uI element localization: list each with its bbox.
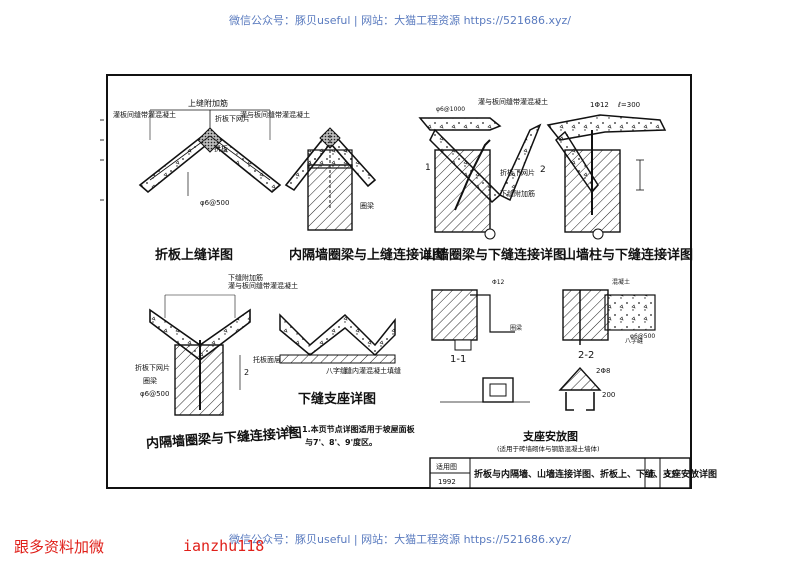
label-eight-joint: 八字缝 bbox=[326, 366, 347, 375]
detail-inner-wall-ringbeam-bottom: 下缝附加筋 灌与板间缝带灌混凝土 折板下网片 圈梁 φ6@500 2 托板面层 … bbox=[135, 273, 302, 452]
label-grout-2: 灌与板间缝带灌混凝土 bbox=[228, 281, 298, 290]
label-bottom-rebar: 下缝附加筋 bbox=[500, 189, 535, 198]
label-ringbeam-3: 圈梁 bbox=[510, 324, 522, 332]
section22-column bbox=[562, 289, 609, 341]
detail7-title: 支座安放图 bbox=[522, 429, 578, 443]
note-line1: 注：1.本页节点详图适用于坡屋面板 bbox=[286, 424, 416, 434]
gable-plate-right bbox=[499, 123, 542, 202]
section22-label: 2-2 bbox=[578, 350, 594, 361]
label-concrete: 混凝土 bbox=[612, 278, 630, 286]
detail3-title: 山墙圈梁与下缝连接详图 bbox=[423, 247, 566, 263]
support-plan bbox=[482, 377, 514, 403]
support-beam bbox=[279, 354, 396, 364]
anchor-rebar bbox=[454, 139, 491, 211]
watermark-bottom: 微信公众号：豚贝useful | 网站：大猫工程资源 https://52168… bbox=[229, 533, 571, 546]
promo-text: 跟多资料加微 bbox=[14, 538, 105, 556]
zigzag-plates bbox=[279, 313, 396, 357]
label-fold-plate: 折板 bbox=[214, 144, 228, 153]
label-grout-gable: 灌与板间缝带灌混凝土 bbox=[478, 97, 548, 106]
detail6-title: 下缝支座详图 bbox=[298, 391, 376, 407]
label-mesh-2: 折板下网片 bbox=[135, 363, 170, 372]
detail-gable-ringbeam-bottom: φ6@1000 灌与板间缝带灌混凝土 折板下网片 下缝附加筋 1 2 山墙圈梁与… bbox=[418, 97, 566, 263]
note-line2: 与7'、8'、9'度区。 bbox=[305, 437, 377, 447]
label-spacing-1: φ6@500 bbox=[200, 199, 229, 207]
section11-rebar bbox=[470, 294, 515, 333]
margin-marks bbox=[100, 119, 104, 201]
support-roof bbox=[558, 366, 602, 391]
detail4-title: 山墙柱与下缝连接详图 bbox=[563, 247, 693, 263]
section22-beam bbox=[604, 294, 656, 331]
watermark-top: 微信公众号：豚贝useful | 网站：大猫工程资源 https://52168… bbox=[229, 14, 571, 27]
label-phi12: Φ12 bbox=[492, 279, 505, 286]
detail1-title: 折板上缝详图 bbox=[155, 247, 233, 263]
tb-page: -15- bbox=[663, 470, 679, 479]
section-mark-2: 2 bbox=[540, 165, 546, 175]
notes: 注：1.本页节点详图适用于坡屋面板 与7'、8'、9'度区。 bbox=[286, 424, 416, 447]
support-hooks bbox=[565, 392, 595, 411]
gable-top bbox=[418, 117, 502, 131]
section-mark-1: 1 bbox=[425, 163, 431, 173]
label-column-rebar: 1Φ12 bbox=[590, 101, 609, 109]
detail-inner-wall-ringbeam-top: 圈梁 内隔墙圈梁与上缝连接详图 bbox=[284, 127, 445, 263]
tb-code: 1992 bbox=[438, 478, 456, 486]
section11-wall bbox=[431, 289, 478, 341]
label-lower-mesh: 折板下网片 bbox=[215, 114, 250, 123]
label-top-rebar: 上缝附加筋 bbox=[188, 98, 228, 108]
detail-support-placement: 200 2Φ8 支座安放图 (适用于砖墙砌体与钢筋混凝土墙体) bbox=[440, 366, 615, 453]
label-grout-right: 灌与板间缝带灌混凝土 bbox=[240, 110, 310, 119]
label-grout-left: 灌板间缝带灌混凝土 bbox=[113, 110, 176, 119]
joint-grout bbox=[197, 127, 223, 153]
label-2phi8: 2Φ8 bbox=[596, 367, 610, 375]
tb-label: 适用图 bbox=[436, 462, 457, 471]
detail2-title: 内隔墙圈梁与上缝连接详图 bbox=[289, 247, 445, 263]
label-spacing-2: φ6@500 bbox=[140, 390, 169, 398]
label-fill-joint: 缝内灌混凝土填缝 bbox=[345, 366, 401, 375]
label-ringbeam-2: 圈梁 bbox=[143, 376, 157, 385]
gable-plate bbox=[429, 128, 502, 204]
label-surface: 托板面层 bbox=[253, 355, 281, 364]
sheet-frame bbox=[106, 74, 692, 489]
detail-fold-plate-top-joint: 折板上缝详图 上缝附加筋 灌板间缝带灌混凝土 折板下网片 灌与板间缝带灌混凝土 … bbox=[113, 98, 310, 263]
label-ringbeam: 圈梁 bbox=[360, 201, 374, 210]
label-spacing-gable: φ6@1000 bbox=[436, 106, 465, 113]
detail5-title: 内隔墙圈梁与下缝连接详图 bbox=[146, 425, 303, 452]
dim-200: 200 bbox=[602, 391, 615, 399]
dim-mark-2: 2 bbox=[244, 368, 249, 377]
tb-title: 折板与内隔墙、山墙连接详图、折板上、下缝、支座安放详图 bbox=[474, 468, 717, 480]
tb-sheet: 页 bbox=[648, 470, 656, 479]
detail7-subtitle: (适用于砖墙砌体与钢筋混凝土墙体) bbox=[497, 444, 600, 453]
title-block: 适用图 1992 折板与内隔墙、山墙连接详图、折板上、下缝、支座安放详图 页 -… bbox=[429, 457, 717, 489]
label-column-length: ℓ=300 bbox=[617, 101, 640, 109]
section-views: 1-1 2-2 Φ12 圈梁 混凝土 八字缝 φ6@500 bbox=[431, 278, 656, 365]
detail-gable-column-bottom: 1Φ12 ℓ=300 山墙柱与下缝连接详图 bbox=[546, 101, 693, 263]
label-eight-joint-2: 八字缝 bbox=[625, 337, 643, 345]
mesh-line bbox=[149, 135, 271, 181]
section11-label: 1-1 bbox=[450, 354, 466, 365]
label-mesh-gable: 折板下网片 bbox=[500, 168, 535, 177]
label-bottom-rebar-2: 下缝附加筋 bbox=[228, 273, 263, 282]
detail-bottom-support: 八字缝 缝内灌混凝土填缝 下缝支座详图 bbox=[279, 313, 401, 407]
promo-contact: ianzhu118 bbox=[183, 537, 265, 555]
label-spacing-3: φ6@500 bbox=[630, 333, 655, 340]
